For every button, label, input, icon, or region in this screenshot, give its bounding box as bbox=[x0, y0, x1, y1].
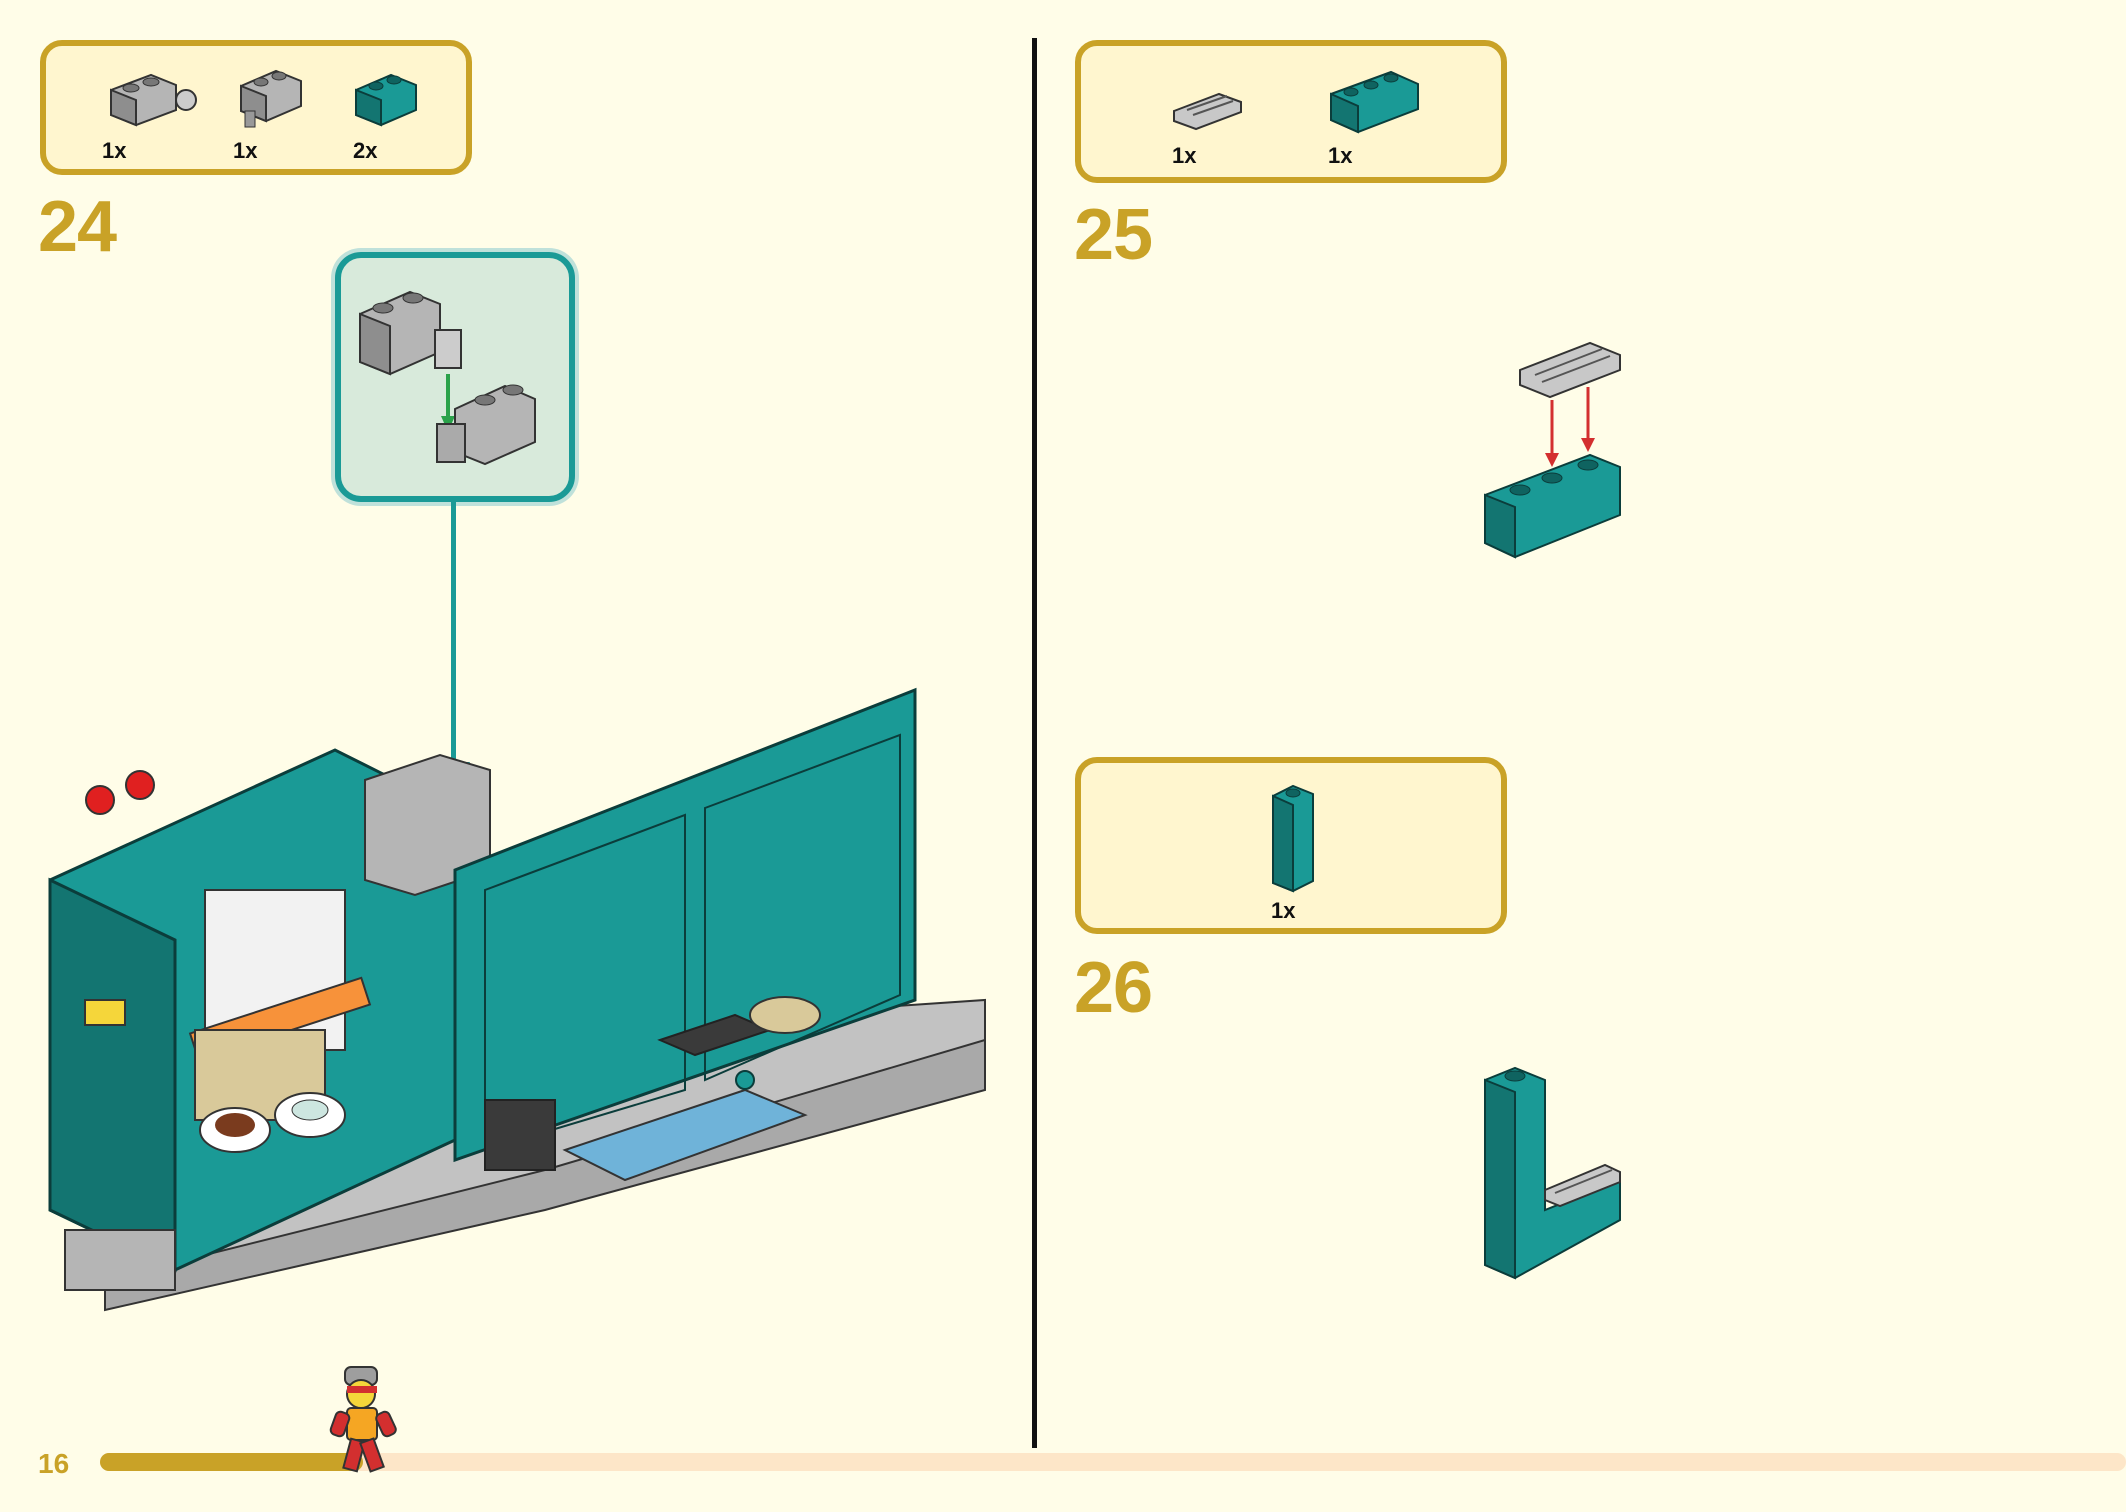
step-25-assembly-illustration bbox=[1484, 341, 1621, 559]
part-qty: 1x bbox=[1271, 898, 1296, 923]
hinge-assembly-icon bbox=[359, 290, 536, 466]
minifigure-runner-icon bbox=[329, 1366, 397, 1473]
part-qty: 1x bbox=[233, 138, 258, 163]
gray-hinge-brick-alt-icon bbox=[240, 69, 302, 128]
callout-connector bbox=[451, 500, 456, 770]
step-25-parts-box: 1x 1x bbox=[1075, 40, 1507, 183]
gray-hinge-brick-icon bbox=[110, 73, 197, 127]
progress-track bbox=[100, 1453, 2126, 1471]
step-24-parts-box: 1x 1x 2x bbox=[40, 40, 472, 175]
teal-brick-1x3-icon bbox=[1330, 70, 1419, 134]
part-qty: 1x bbox=[102, 138, 127, 163]
step-26-parts-box: 1x bbox=[1075, 757, 1507, 934]
step-number: 24 bbox=[38, 187, 117, 267]
page-number: 16 bbox=[38, 1448, 70, 1479]
step-number: 26 bbox=[1074, 948, 1153, 1028]
step-26-assembly-illustration bbox=[1484, 1066, 1621, 1280]
part-qty: 2x bbox=[353, 138, 378, 163]
progress-fill bbox=[100, 1453, 363, 1471]
page-divider bbox=[1032, 38, 1037, 1448]
teal-brick-1x2-icon bbox=[355, 73, 417, 127]
sub-assembly-callout bbox=[335, 252, 575, 502]
kitchen-model-illustration bbox=[48, 687, 986, 1312]
step-number: 25 bbox=[1074, 195, 1153, 275]
part-qty: 1x bbox=[1172, 143, 1197, 168]
gray-grille-tile-icon bbox=[1173, 92, 1242, 131]
part-qty: 1x bbox=[1328, 143, 1353, 168]
teal-pillar-brick-icon bbox=[1272, 784, 1314, 893]
